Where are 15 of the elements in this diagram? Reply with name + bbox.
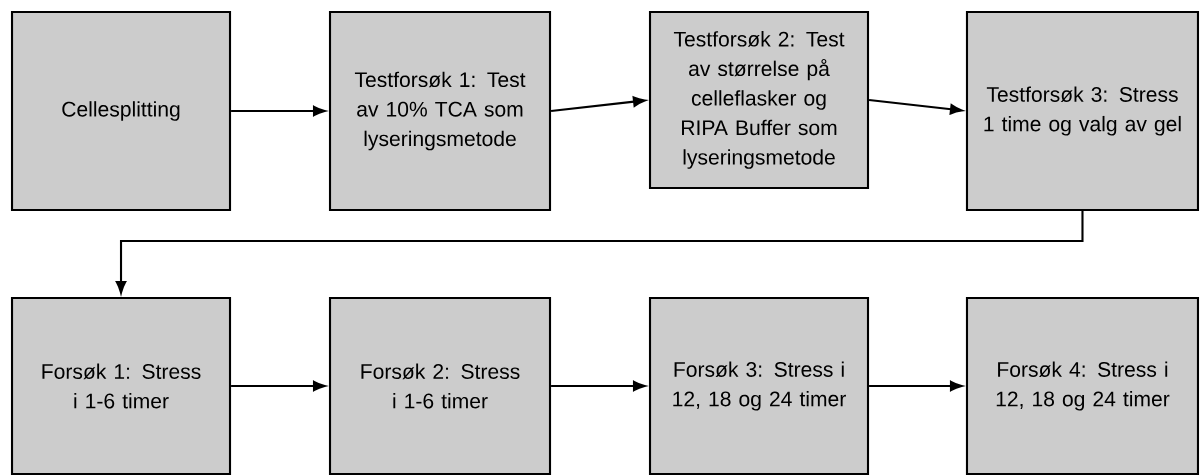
process-box: Forsøk 3: Stress i 12, 18 og 24 timer [648, 296, 870, 476]
arrow [551, 380, 646, 392]
arrow [231, 380, 326, 392]
arrow [231, 105, 326, 117]
process-box: Testforsøk 2: Test av størrelse på celleflasker og RIPA Buffer som lyseringsmetode [648, 10, 870, 190]
process-box: Forsøk 1: Stress i 1-6 timer [10, 296, 232, 476]
process-box: Testforsøk 3: Stress 1 time og valg av gel [965, 10, 1200, 212]
process-box: Forsøk 2: Stress i 1-6 timer [328, 296, 552, 476]
arrow [869, 380, 963, 392]
arrow [868, 98, 963, 115]
process-box: Testforsøk 1: Test av 10% TCA som lyseringsmetode [328, 10, 552, 212]
process-box: Cellesplitting [10, 10, 232, 212]
arrow [550, 96, 646, 113]
arrow [115, 211, 1084, 294]
process-box: Forsøk 4: Stress i 12, 18 og 24 timer [965, 296, 1200, 476]
